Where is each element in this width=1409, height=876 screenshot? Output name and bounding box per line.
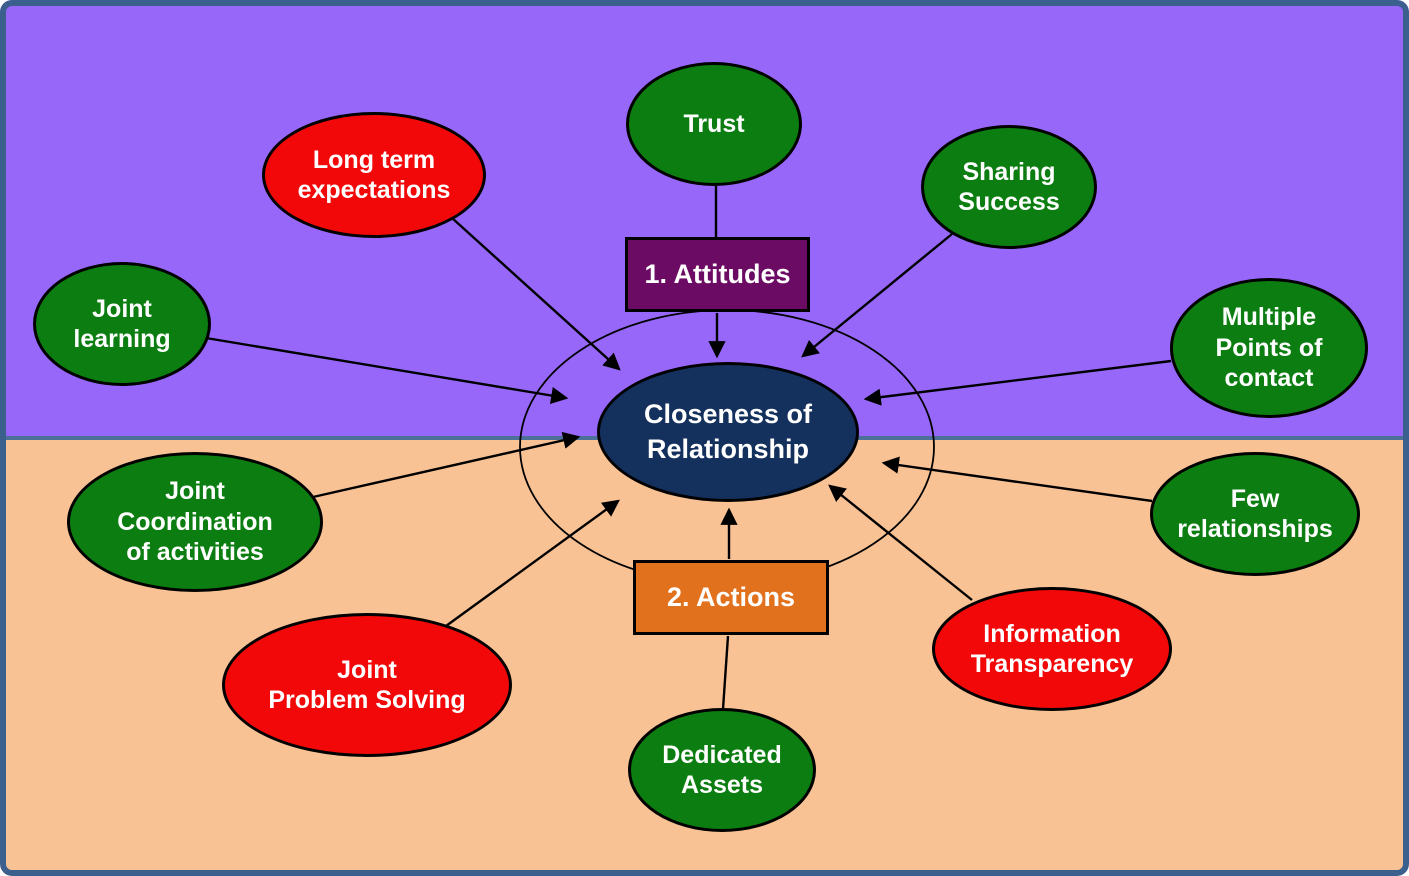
node-label: expectations (297, 176, 451, 204)
node-label: Sharing (962, 157, 1056, 186)
node-label: Long term (312, 145, 436, 174)
center-label: Closeness of (643, 399, 813, 430)
arrow-sharing-to-center (801, 233, 953, 358)
node-label: learning (73, 325, 171, 353)
connector-dedicated-to-actions (721, 635, 730, 710)
node-label: Trust (683, 109, 745, 138)
node-label: Coordination (117, 507, 273, 536)
center-closeness-of-relationship-ellipse: Closeness of Relationship (597, 362, 859, 502)
node-label: of activities (126, 538, 264, 567)
node-label: Multiple (1221, 303, 1317, 332)
arrow-long-term-to-center (451, 217, 621, 371)
node-dedicated-assets: Dedicated Assets (628, 708, 816, 832)
arrow-joint-coordination-to-center (312, 431, 581, 499)
node-label: Dedicated (662, 740, 782, 769)
attitudes-section-label: 1. Attitudes (644, 259, 791, 289)
arrow-joint-learning-to-center (205, 336, 569, 405)
node-label: Joint (92, 294, 152, 323)
actions-section-label: 2. Actions (666, 582, 796, 612)
arrow-multiple-points-to-center (863, 359, 1172, 406)
arrow-joint-problem-to-center (445, 499, 620, 627)
node-label: Points of (1215, 333, 1323, 362)
node-label: Few (1230, 484, 1280, 513)
attitudes-section-box: 1. Attitudes (625, 237, 810, 312)
node-information-transparency: Information Transparency (932, 587, 1172, 711)
node-label: Assets (681, 771, 763, 799)
node-trust: Trust (626, 62, 802, 186)
node-label: contact (1224, 364, 1314, 393)
node-sharing-success: Sharing Success (921, 125, 1097, 249)
arrow-few-relationships-to-center (881, 456, 1153, 503)
node-joint-coordination-of-activities: Joint Coordination of activities (67, 452, 323, 592)
node-joint-problem-solving: Joint Problem Solving (222, 613, 512, 757)
node-joint-learning: Joint learning (33, 262, 211, 386)
node-label: relationships (1177, 515, 1333, 543)
node-label: Joint (165, 477, 225, 506)
node-multiple-points-of-contact: Multiple Points of contact (1170, 278, 1368, 418)
node-long-term-expectations: Long term expectations (262, 112, 486, 238)
node-few-relationships: Few relationships (1150, 452, 1360, 576)
node-label: Success (958, 188, 1060, 216)
node-label: Joint (337, 655, 397, 684)
center-label: Relationship (646, 434, 809, 464)
node-label: Information (983, 619, 1121, 648)
node-label: Problem Solving (268, 686, 466, 714)
actions-section-box: 2. Actions (633, 560, 829, 635)
arrow-information-transparency-to-center (828, 484, 973, 601)
node-label: Transparency (970, 650, 1134, 678)
